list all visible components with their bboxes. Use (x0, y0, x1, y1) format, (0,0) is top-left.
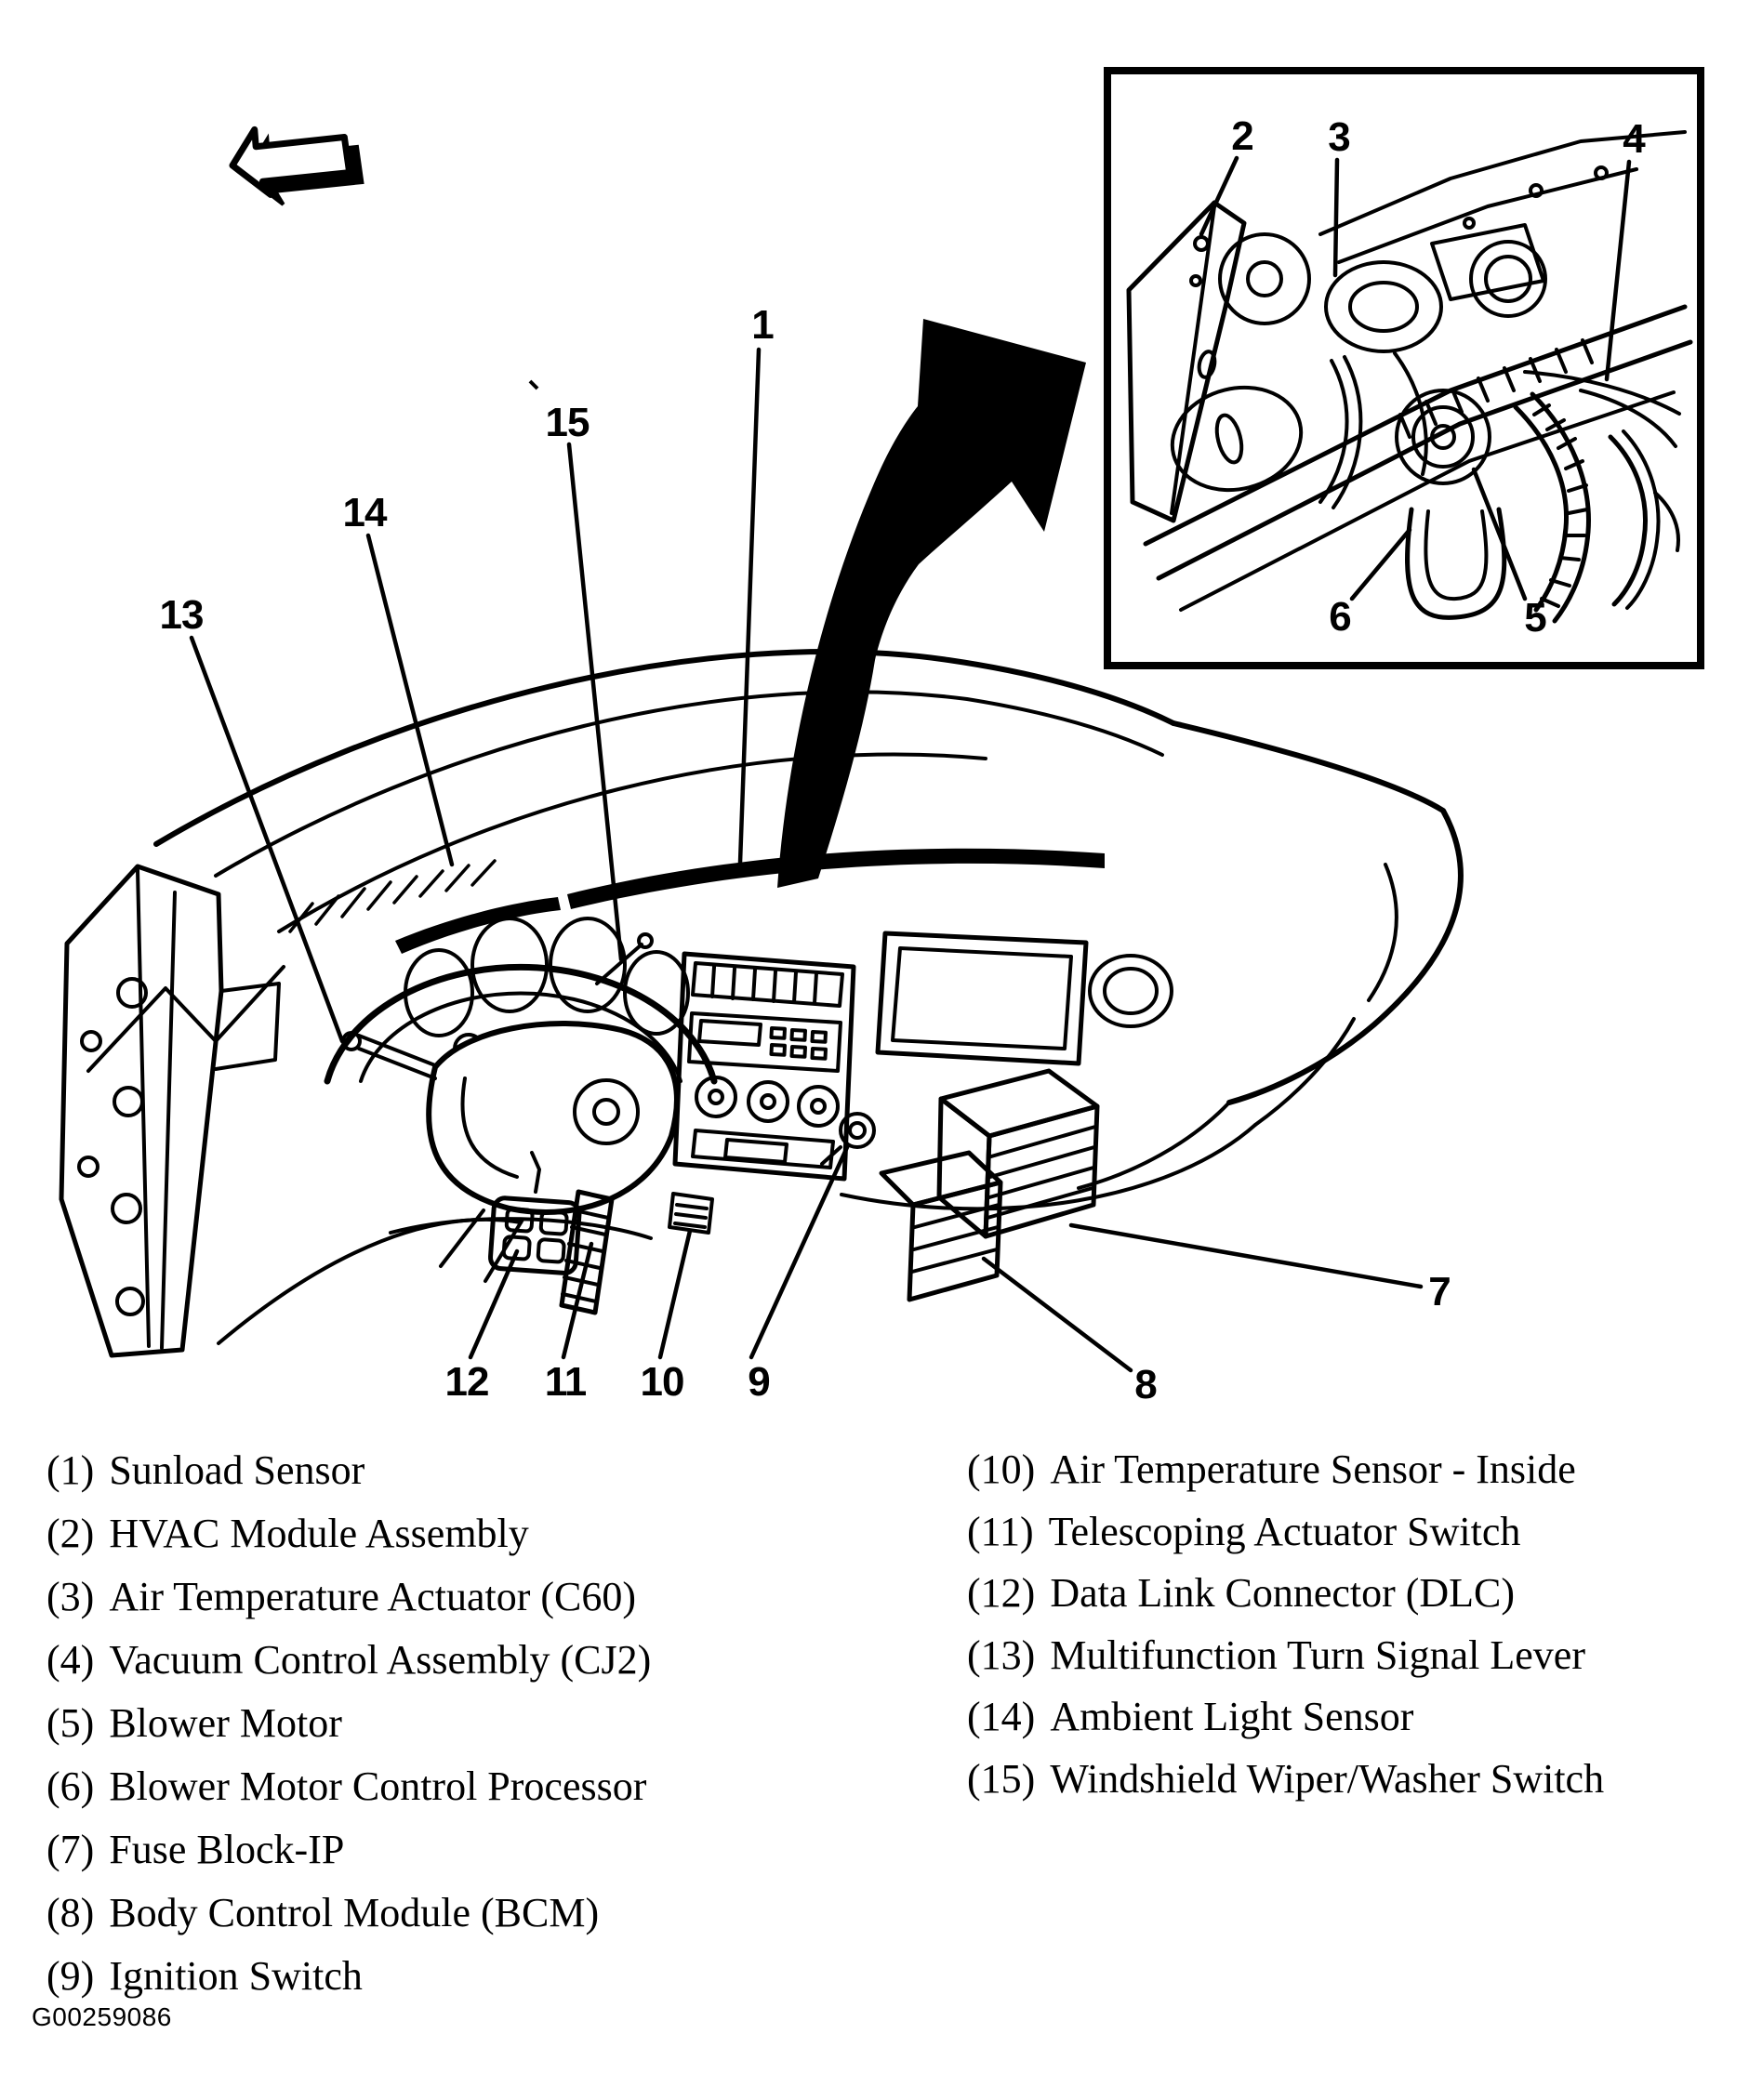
inside-air-temp-sensor (668, 1192, 714, 1235)
legend-item-number: (4) (46, 1637, 95, 1683)
ignition-switch (820, 1112, 876, 1166)
legend-item-label: Air Temperature Actuator (C60) (109, 1574, 637, 1619)
leader-line-11 (561, 1241, 594, 1360)
legend-item-label: Ignition Switch (109, 1953, 363, 1999)
legend-item-number: (15) (967, 1755, 1036, 1802)
steering-column (389, 1021, 680, 1283)
legend-item-label: Blower Motor (109, 1700, 342, 1746)
legend-item-right-3: (13) Multifunction Turn Signal Lever (967, 1625, 1604, 1687)
legend-item-number: (2) (46, 1511, 95, 1556)
legend-item-label: HVAC Module Assembly (109, 1511, 529, 1556)
legend-item-left-7: (8) Body Control Module (BCM) (46, 1882, 651, 1945)
leader-line-10 (657, 1228, 693, 1360)
legend-item-number: (6) (46, 1763, 95, 1809)
right-display-panel (875, 931, 1089, 1066)
legend-item-label: Blower Motor Control Processor (109, 1763, 647, 1809)
leader-line-6 (1349, 527, 1412, 601)
legend-item-label: Data Link Connector (DLC) (1050, 1570, 1516, 1616)
legend-item-right-5: (15) Windshield Wiper/Washer Switch (967, 1749, 1604, 1811)
scan-speck (528, 379, 539, 390)
leader-line-1 (737, 347, 762, 865)
legend-item-number: (1) (46, 1447, 95, 1493)
legend-item-number: (12) (967, 1570, 1036, 1616)
figure-code: G00259086 (32, 2002, 172, 2031)
legend-item-left-6: (7) Fuse Block-IP (46, 1818, 651, 1882)
leader-line-9 (749, 1142, 851, 1360)
body-control-module (879, 1150, 1003, 1302)
legend-item-number: (3) (46, 1574, 95, 1619)
leader-line-2 (1199, 155, 1239, 237)
legend-item-number: (13) (967, 1631, 1036, 1678)
leader-line-4 (1604, 159, 1632, 382)
legend-item-number: (5) (46, 1700, 95, 1746)
leader-line-12 (468, 1248, 520, 1360)
callout-label-7: 7 (1428, 1269, 1451, 1314)
right-air-vent (1088, 954, 1173, 1028)
legend-item-label: Multifunction Turn Signal Lever (1050, 1631, 1585, 1678)
legend-item-number: (7) (46, 1827, 95, 1872)
legend-item-number: (8) (46, 1890, 95, 1935)
legend-item-label: Telescoping Actuator Switch (1048, 1508, 1521, 1554)
legend-item-label: Fuse Block-IP (109, 1827, 345, 1872)
callout-label-8: 8 (1134, 1362, 1158, 1407)
legend-item-number: (10) (967, 1446, 1036, 1492)
callout-label-2: 2 (1231, 113, 1254, 159)
legend-item-label: Ambient Light Sensor (1050, 1694, 1414, 1739)
defroster-grille-hatch (288, 859, 497, 933)
legend-item-label: Body Control Module (BCM) (109, 1890, 600, 1935)
leader-line-14 (365, 533, 455, 867)
ip-left-support (59, 864, 285, 1358)
legend-item-left-3: (4) Vacuum Control Assembly (CJ2) (46, 1629, 651, 1692)
leader-line-13 (189, 635, 345, 1044)
callout-label-5: 5 (1524, 595, 1547, 641)
fuse-block (936, 1068, 1100, 1239)
legend-item-left-1: (2) HVAC Module Assembly (46, 1502, 651, 1565)
leader-line-8 (981, 1256, 1133, 1373)
leader-line-7 (1068, 1222, 1424, 1289)
legend-item-left-2: (3) Air Temperature Actuator (C60) (46, 1565, 651, 1629)
legend-item-left-4: (5) Blower Motor (46, 1692, 651, 1755)
legend-column-right: (10) Air Temperature Sensor - Inside (11) T… (967, 1439, 1604, 1810)
leader-line-15 (566, 442, 624, 962)
legend-item-right-1: (11) Telescoping Actuator Switch (967, 1501, 1604, 1564)
callout-label-4: 4 (1623, 116, 1646, 162)
legend-item-number: (9) (46, 1953, 95, 1999)
leader-line-5 (1471, 467, 1528, 601)
zoom-callout-arrow-icon (777, 319, 1086, 888)
callout-label-1: 1 (751, 302, 775, 348)
legend-item-label: Vacuum Control Assembly (CJ2) (109, 1637, 652, 1683)
callout-label-11: 11 (544, 1359, 588, 1405)
legend-item-left-5: (6) Blower Motor Control Processor (46, 1755, 651, 1818)
legend-item-left-0: (1) Sunload Sensor (46, 1439, 651, 1502)
legend-item-right-2: (12) Data Link Connector (DLC) (967, 1563, 1604, 1625)
wiper-washer-stalk (595, 932, 654, 985)
legend-item-right-4: (14) Ambient Light Sensor (967, 1686, 1604, 1749)
legend-column-left: (1) Sunload Sensor (2) HVAC Module Assembly… (46, 1439, 651, 2008)
data-link-connector (488, 1151, 582, 1275)
legend-item-number: (14) (967, 1694, 1036, 1739)
callout-label-15: 15 (545, 400, 590, 445)
legend-item-right-0: (10) Air Temperature Sensor - Inside (967, 1439, 1604, 1501)
center-stack (672, 951, 856, 1182)
legend-item-left-8: (9) Ignition Switch (46, 1945, 651, 2008)
callout-label-9: 9 (748, 1359, 771, 1405)
callout-label-6: 6 (1329, 594, 1352, 640)
legend-item-label: Air Temperature Sensor - Inside (1050, 1446, 1576, 1492)
legend-item-label: Windshield Wiper/Washer Switch (1050, 1755, 1605, 1802)
callout-leader-lines (189, 155, 1632, 1373)
legend-item-number: (11) (967, 1508, 1034, 1554)
dashboard-drawing (59, 649, 1464, 1358)
legend-item-label: Sunload Sensor (109, 1447, 365, 1493)
callout-label-12: 12 (444, 1359, 490, 1405)
callout-label-13: 13 (159, 592, 205, 638)
leader-line-3 (1332, 157, 1340, 278)
callout-label-3: 3 (1328, 114, 1351, 160)
callout-label-10: 10 (640, 1359, 685, 1405)
turn-signal-lever (341, 1031, 437, 1080)
inset-box (1104, 67, 1704, 669)
page-turn-arrow-icon (229, 125, 364, 206)
callout-label-14: 14 (342, 490, 388, 535)
